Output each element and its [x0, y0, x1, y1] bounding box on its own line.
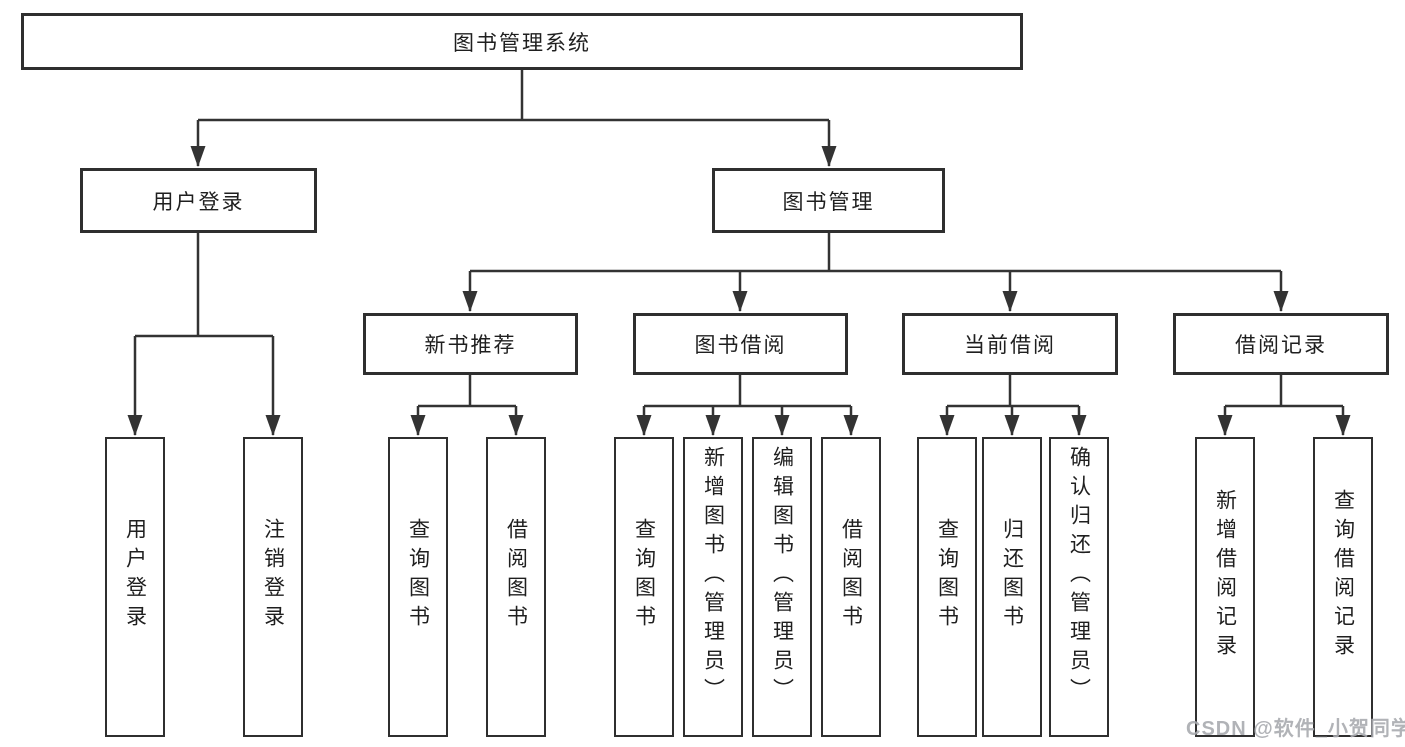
leaf-borrow-books: 借阅图书 [486, 437, 546, 737]
leaf-query-books: 查询图书 [614, 437, 674, 737]
leaf-add-book-admin: 新增图书（管理员） [683, 437, 743, 737]
node-new-book-recommendation: 新书推荐 [363, 313, 578, 375]
node-book-management: 图书管理 [712, 168, 945, 233]
leaf-user-login: 用户登录 [105, 437, 165, 737]
leaf-add-borrow-record: 新增借阅记录 [1195, 437, 1255, 737]
connector-trunks [135, 70, 1343, 408]
node-current-borrowing: 当前借阅 [902, 313, 1118, 375]
leaf-logout: 注销登录 [243, 437, 303, 737]
node-library-management-system: 图书管理系统 [21, 13, 1023, 70]
node-user-login: 用户登录 [80, 168, 317, 233]
leaf-return-book: 归还图书 [982, 437, 1042, 737]
node-borrowing-records: 借阅记录 [1173, 313, 1389, 375]
csdn-watermark: CSDN @软件_小贺同学 [1186, 718, 1405, 740]
leaf-query-books: 查询图书 [388, 437, 448, 737]
leaf-query-borrow-record: 查询借阅记录 [1313, 437, 1373, 737]
leaf-edit-book-admin: 编辑图书（管理员） [752, 437, 812, 737]
leaf-query-books: 查询图书 [917, 437, 977, 737]
node-book-borrowing: 图书借阅 [633, 313, 848, 375]
leaf-confirm-return-admin: 确认归还（管理员） [1049, 437, 1109, 737]
connector-arrows [127, 120, 1351, 436]
leaf-borrow-books: 借阅图书 [821, 437, 881, 737]
